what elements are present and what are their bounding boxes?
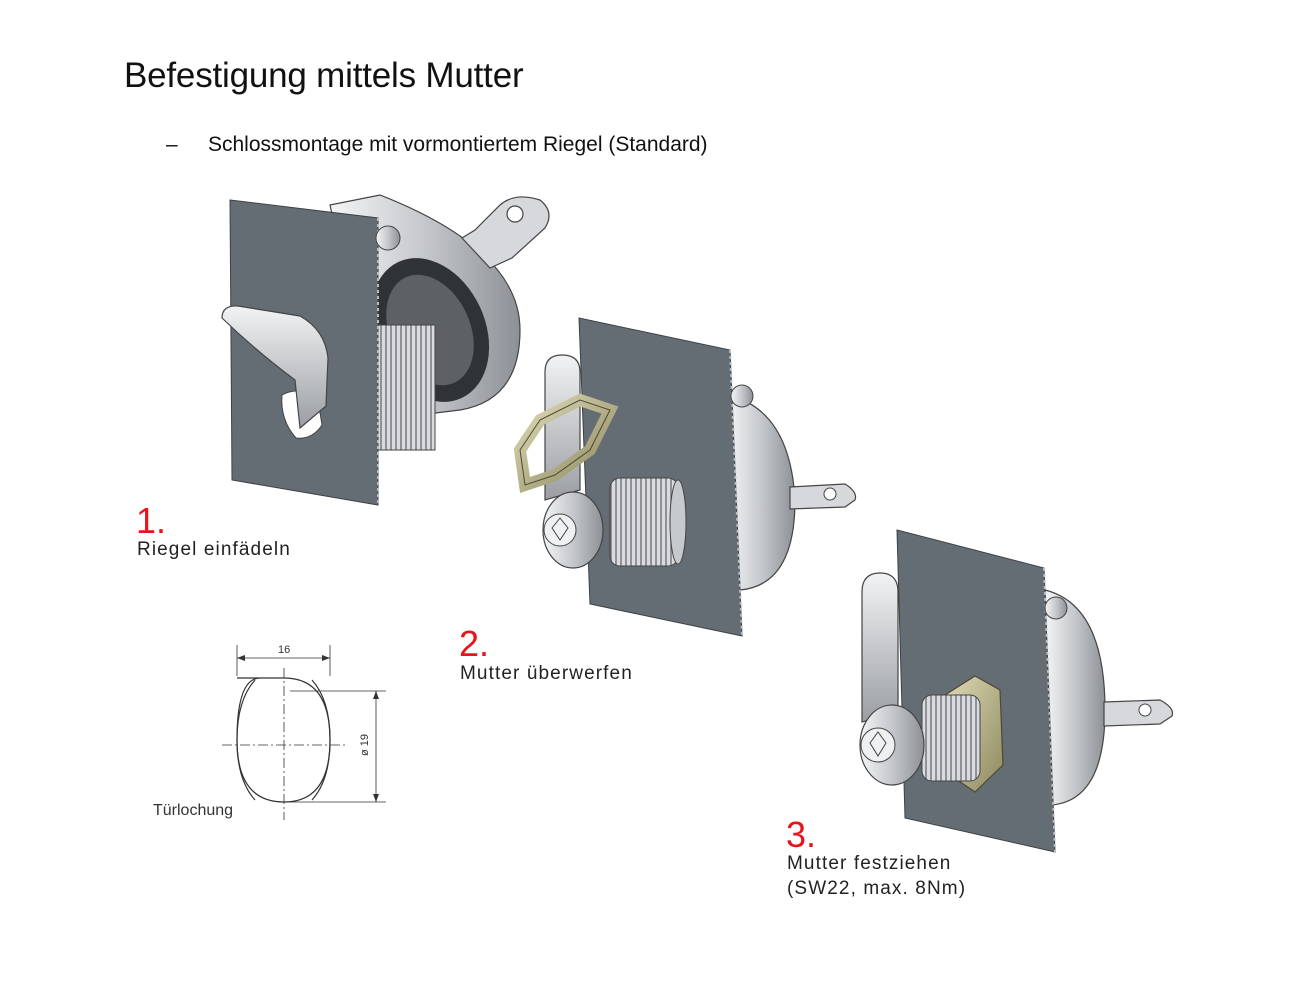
bullet-item: – Schlossmontage mit vormontiertem Riege… bbox=[166, 133, 708, 157]
step-1-label: Riegel einfädeln bbox=[137, 539, 291, 560]
bullet-text: Schlossmontage mit vormontiertem Riegel … bbox=[208, 133, 708, 156]
hole-diameter-dimension: ø 19 bbox=[359, 734, 371, 756]
bullet-marker: – bbox=[166, 133, 178, 156]
door-hole-label: Türlochung bbox=[153, 802, 234, 819]
step-2-lock-illustration bbox=[513, 317, 857, 637]
step-3-label: Mutter festziehen bbox=[787, 853, 952, 874]
step-3-lock-illustration bbox=[859, 529, 1174, 853]
hole-width-dimension: 16 bbox=[278, 644, 290, 656]
step-1-number: 1. bbox=[136, 500, 167, 541]
step-2-number: 2. bbox=[459, 623, 490, 664]
door-hole-drawing bbox=[222, 645, 386, 820]
step-2-label: Mutter überwerfen bbox=[460, 663, 633, 684]
step-3-number: 3. bbox=[786, 814, 817, 855]
step-3-label-detail: (SW22, max. 8Nm) bbox=[787, 878, 967, 899]
step-1-lock-illustration bbox=[221, 194, 550, 506]
page-title: Befestigung mittels Mutter bbox=[124, 56, 524, 95]
